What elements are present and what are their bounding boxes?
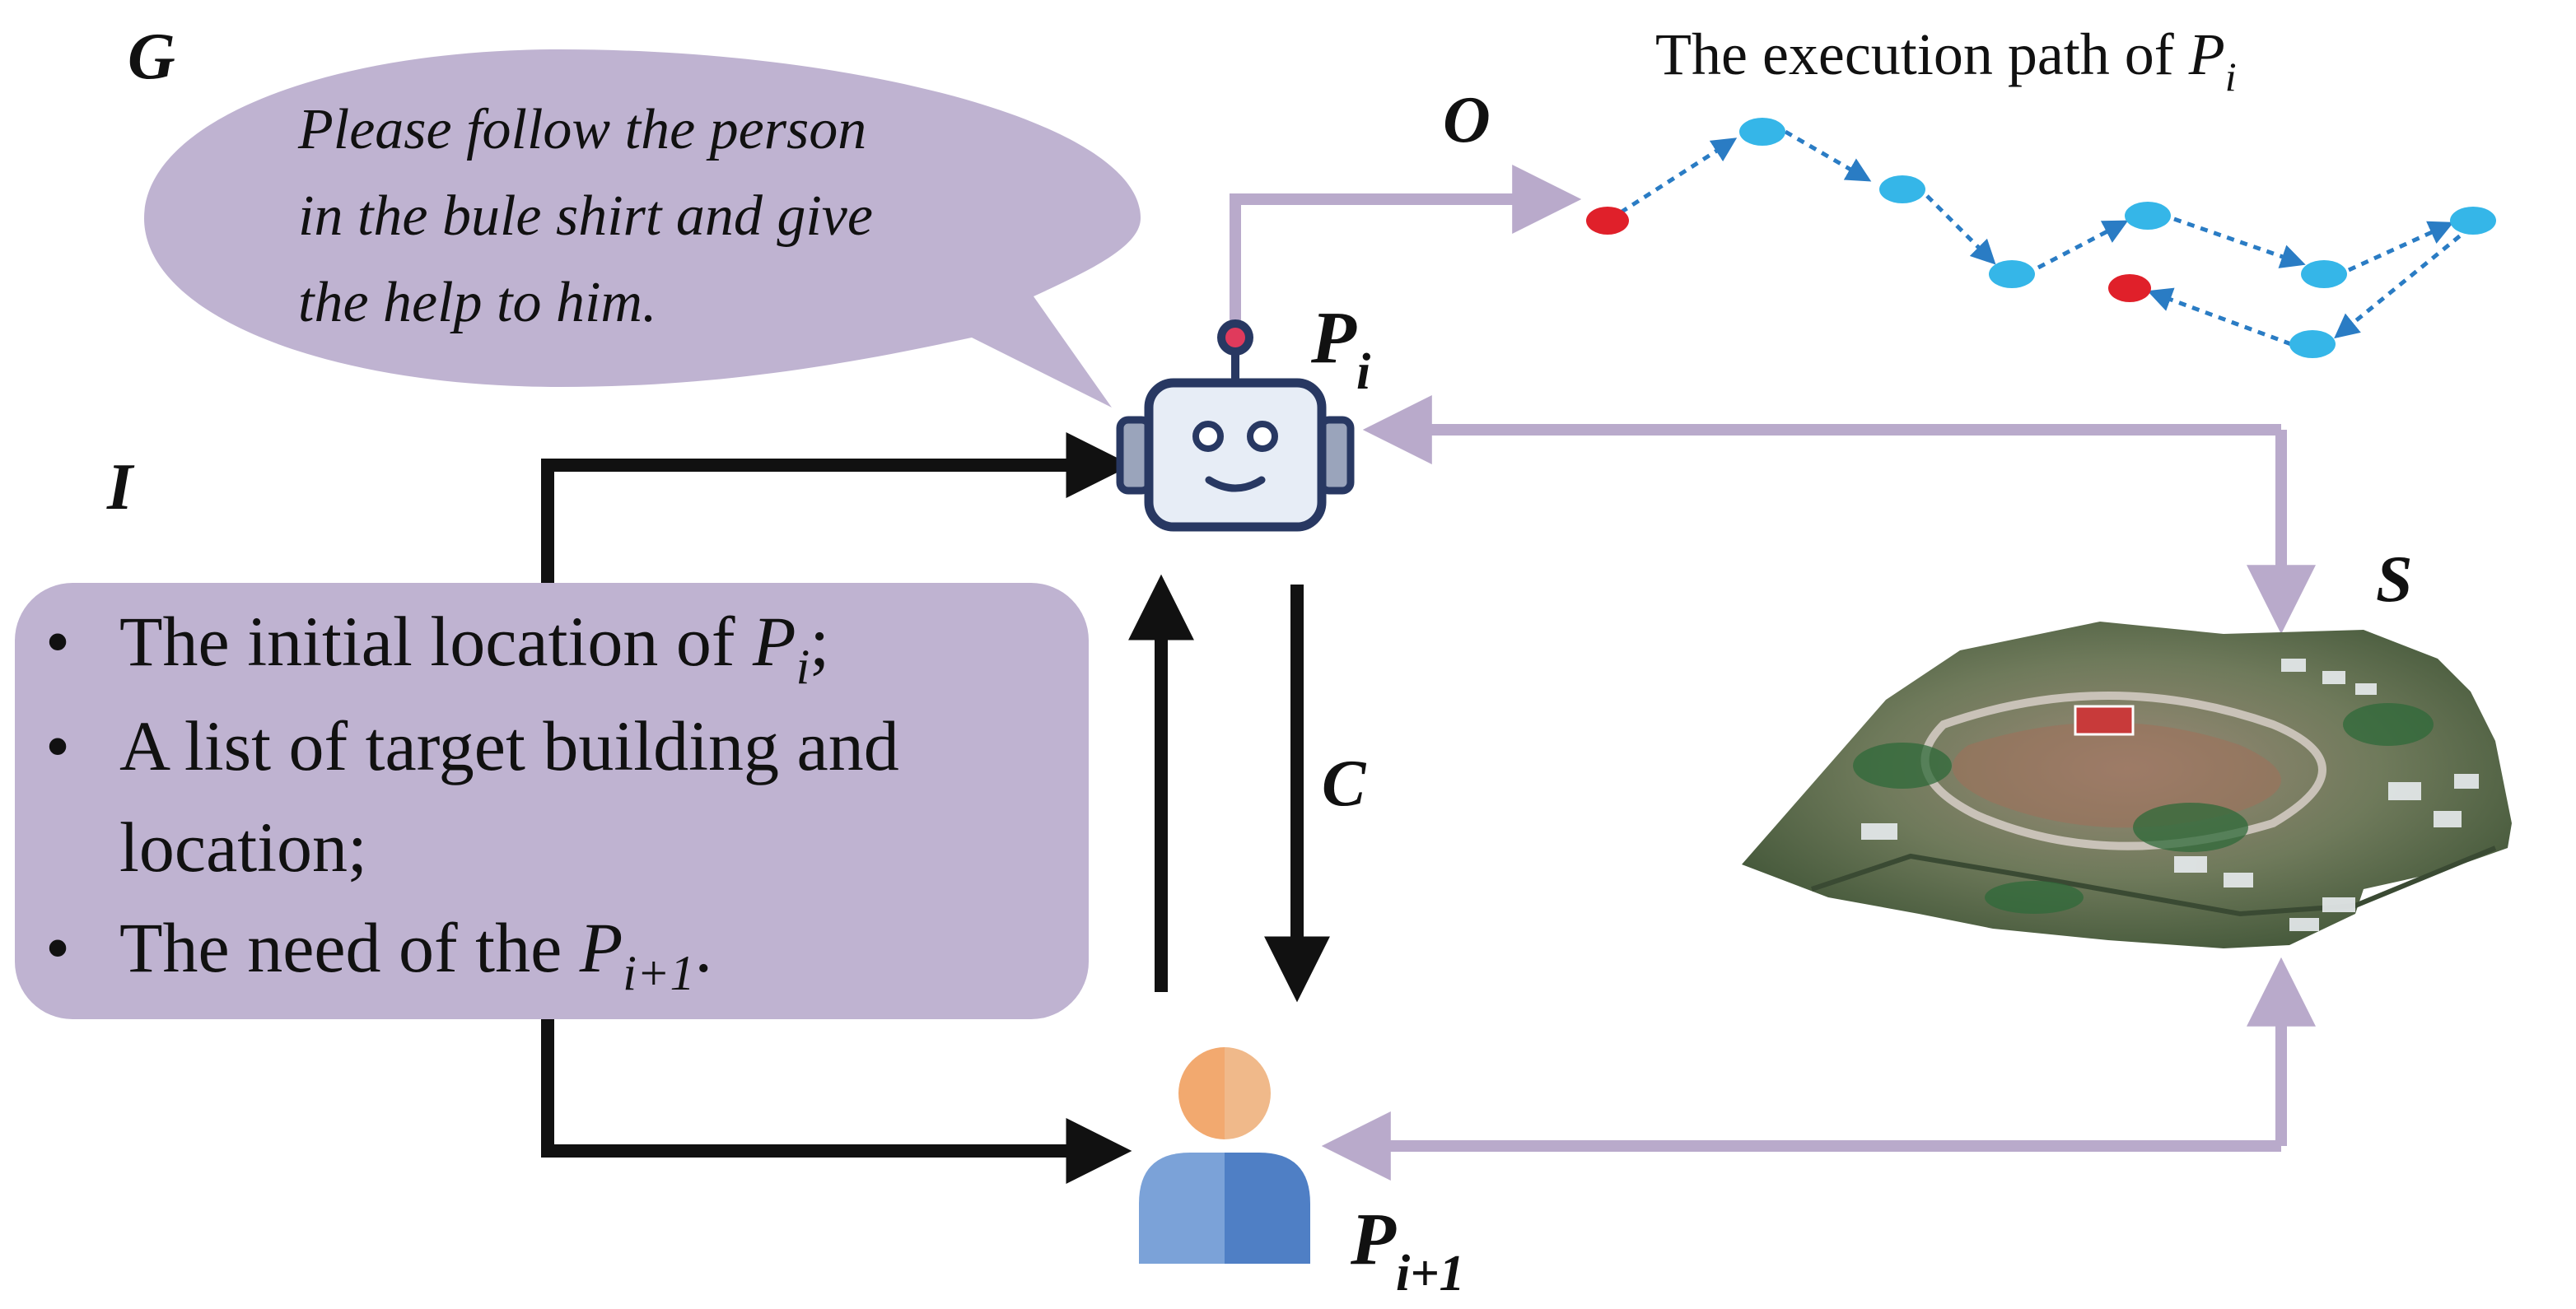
info-item-2-line-1: A list of target building and [119, 706, 899, 785]
path-node [1879, 175, 1925, 203]
label-o: O [1443, 84, 1491, 156]
info-item-3: The need of the Pi+1. [119, 908, 712, 1000]
black-arrows [541, 432, 1330, 1184]
arrow-i-to-robot [541, 432, 1132, 583]
path-node [1989, 260, 2035, 288]
label-s: S [2376, 543, 2413, 616]
path-node [2125, 202, 2171, 230]
info-item-1: The initial location of Pi; [119, 602, 829, 694]
lavender-arrows [1230, 165, 2316, 1181]
bubble-line-2: in the bule shirt and give [298, 184, 873, 248]
speech-bubble [144, 49, 1141, 408]
path-start-node [1586, 207, 1629, 235]
arrow-i-to-human [541, 1019, 1132, 1184]
info-bullet-3: • [45, 908, 70, 987]
path-end-node [2108, 274, 2151, 302]
label-c: C [1322, 748, 1367, 820]
info-bullet-2: • [45, 706, 70, 785]
info-item-2-line-2: location; [119, 808, 367, 887]
label-i: I [106, 451, 135, 524]
path-node [2301, 260, 2347, 288]
info-bullet-1: • [45, 602, 70, 681]
label-p-robot: Pi [1310, 297, 1370, 400]
info-box [15, 583, 1089, 1019]
robot-icon [1116, 319, 1355, 532]
path-node [1739, 118, 1785, 146]
path-node [2289, 330, 2336, 358]
bubble-line-1: Please follow the person [297, 98, 866, 161]
bubble-line-3: the help to him. [298, 271, 656, 334]
execution-path-title: The execution path of Pi [1655, 21, 2237, 100]
label-g: G [128, 21, 175, 93]
person-icon [1139, 1047, 1310, 1264]
label-p-human: Pi+1 [1350, 1199, 1465, 1302]
execution-path [1586, 118, 2496, 358]
city-map-3d-image [1742, 622, 2512, 948]
path-node [2450, 207, 2496, 235]
arrow-robot-to-output [1230, 165, 1582, 325]
